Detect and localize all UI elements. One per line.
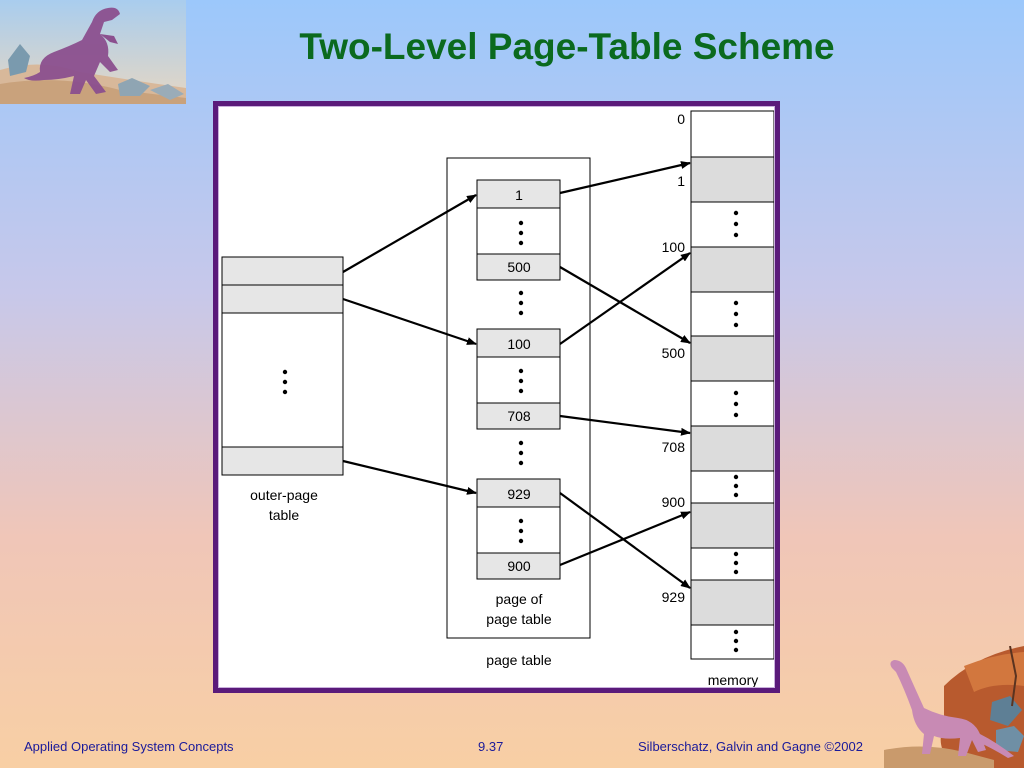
ellipsis-icon [518, 368, 524, 394]
footer-course-title: Applied Operating System Concepts [24, 739, 234, 754]
arrow-900-to-memory-900 [559, 510, 691, 567]
pointer-arrows [342, 161, 691, 589]
ellipsis-icon [518, 220, 524, 246]
memory-label: memory [708, 672, 759, 687]
memory-frame-708 [690, 425, 774, 472]
ellipsis-icon [733, 629, 739, 653]
memory-address-500: 500 [662, 345, 686, 361]
dinosaur-logo-bottom [884, 646, 1024, 768]
arrow-929-to-memory-929 [559, 492, 691, 589]
outer-page-table-label: outer-page [250, 487, 318, 503]
memory-address-100: 100 [662, 239, 686, 255]
arrow-outer-to-page2 [342, 297, 477, 346]
page-of-page-table-2: 100 708 [476, 328, 561, 430]
page-entry-900 [476, 552, 561, 580]
page-table: 1 500 100 [446, 157, 591, 668]
arrow-100-to-memory-100 [559, 252, 691, 345]
dinosaur-logo-top [0, 0, 186, 104]
page-entry-900-label: 900 [507, 558, 531, 574]
page-entry-100 [476, 328, 561, 358]
arrow-500-to-memory-500 [559, 266, 691, 344]
ellipsis-icon [733, 210, 739, 238]
memory-address-708: 708 [662, 439, 686, 455]
page-entry-500 [476, 253, 561, 281]
memory-frame-100 [690, 246, 774, 293]
diagram-frame: outer-page table 1 500 [213, 101, 780, 693]
ellipsis-icon [733, 300, 739, 328]
ellipsis-icon [733, 551, 739, 575]
page-of-page-table-label: page of [496, 591, 543, 607]
page-table-label: page table [486, 652, 552, 668]
two-level-page-table-diagram: outer-page table 1 500 [221, 110, 774, 687]
page-entry-708 [476, 402, 561, 430]
page-entry-929 [476, 478, 561, 508]
arrow-708-to-memory-708 [559, 414, 691, 436]
page-entry-929-label: 929 [507, 486, 531, 502]
outer-page-table: outer-page table [221, 256, 344, 523]
page-entry-1-label: 1 [515, 187, 523, 203]
page-entry-500-label: 500 [507, 259, 531, 275]
page-entry-708-label: 708 [507, 408, 531, 424]
page-of-page-table-1: 1 500 [476, 179, 561, 281]
memory-address-929: 929 [662, 589, 686, 605]
memory-frame-900 [690, 502, 774, 549]
arrow-outer-to-page3 [342, 459, 477, 495]
outer-entry-1 [221, 256, 344, 286]
outer-page-table-label-2: table [269, 507, 300, 523]
ellipsis-icon [518, 290, 524, 316]
page-entry-1 [476, 179, 561, 209]
memory-frame-1 [690, 156, 774, 203]
arrow-outer-to-page1 [342, 194, 477, 273]
memory-address-900: 900 [662, 494, 686, 510]
arrow-1-to-memory-1 [559, 161, 691, 195]
memory-frame-500 [690, 335, 774, 382]
memory-address-0: 0 [677, 111, 685, 127]
diagram-canvas: outer-page table 1 500 [218, 106, 775, 688]
page-entry-100-label: 100 [507, 336, 531, 352]
footer-slide-number: 9.37 [478, 739, 504, 754]
page-of-page-table-label-2: page table [486, 611, 552, 627]
ellipsis-icon [518, 440, 524, 466]
memory-address-1: 1 [677, 173, 685, 189]
memory: 0 1 100 500 708 900 929 memory [662, 110, 774, 687]
footer-copyright: Silberschatz, Galvin and Gagne ©2002 [638, 739, 863, 754]
memory-frame-929 [690, 579, 774, 626]
outer-entry-2 [221, 284, 344, 314]
outer-entry-last [221, 446, 344, 476]
slide-title: Two-Level Page-Table Scheme [299, 26, 835, 67]
ellipsis-icon [733, 474, 739, 498]
ellipsis-icon [733, 390, 739, 418]
ellipsis-icon [282, 369, 288, 395]
ellipsis-icon [518, 518, 524, 544]
page-of-page-table-3: 929 900 [476, 478, 561, 580]
